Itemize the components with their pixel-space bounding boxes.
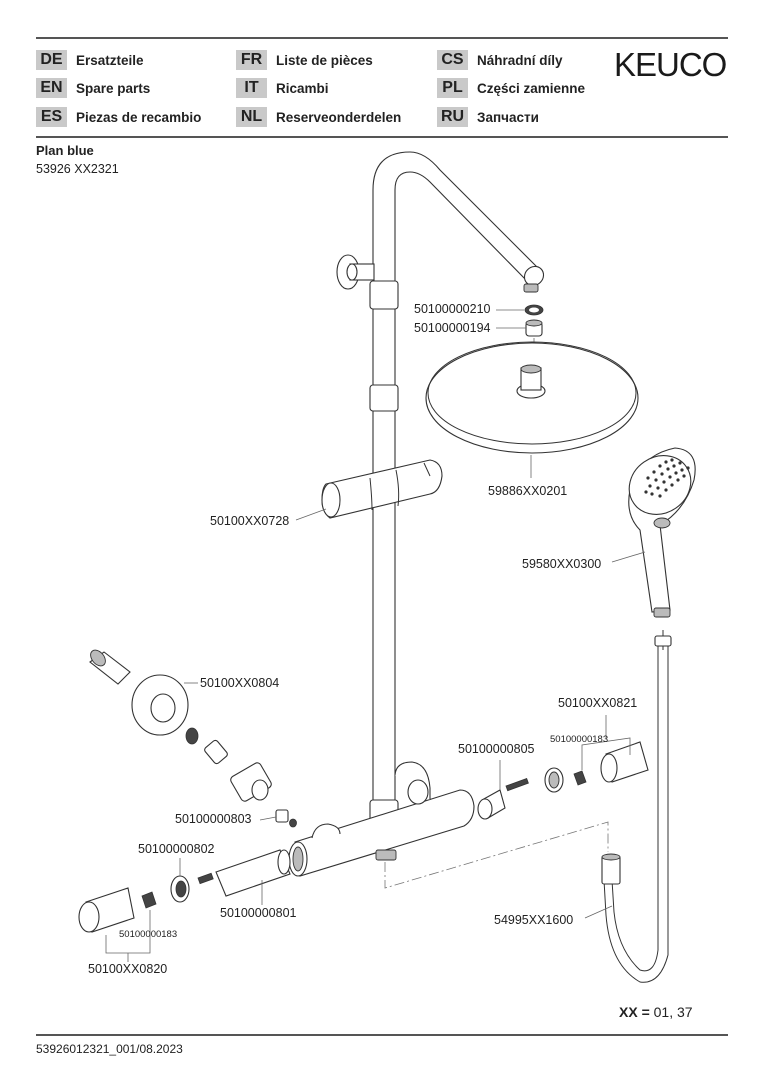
lang-cs: CS Náhradní díly [437,50,563,70]
hose-connection-line [384,821,609,889]
lang-label: Ricambi [276,80,329,96]
keuco-logo: KEUCO [614,46,727,83]
part-label-hose: 54995XX1600 [494,913,574,927]
pipe-sleeve-mid [369,384,399,412]
shower-hose [601,630,672,983]
color-code-legend: XX = 01, 37 [619,1004,693,1020]
lang-code: DE [36,50,67,70]
header-rule [36,136,728,138]
lang-nl: NL Reserveonderdelen [236,107,401,127]
footer-rule [36,1034,728,1036]
adapter-right [573,770,587,786]
overhead-shower [425,341,639,454]
part-label-adapter-right: 50100000183 [550,734,609,745]
part-label-overhead-shower: 59886XX0201 [488,484,568,498]
lang-code: ES [36,107,67,127]
lang-fr: FR Liste de pièces [236,50,373,70]
part-label-adapter-left: 50100000183 [119,929,178,940]
part-label-wall-connector: 50100XX0804 [200,676,280,690]
reducer-nipple [204,739,228,765]
lang-code: EN [36,78,67,98]
filter-ring [185,727,199,745]
lang-label: Ersatzteile [76,52,144,68]
lang-label: Reserveonderdelen [276,109,402,125]
hand-shower [628,447,696,618]
part-label-rosette: 50100000802 [138,842,215,856]
thermo-cartridge [197,849,291,897]
top-rule [36,37,728,39]
thermostat-body [288,761,475,877]
part-label-seal: 50100000210 [414,302,491,316]
product-number: 53926 XX2321 [36,162,119,176]
lang-code: IT [236,78,267,98]
rosette-left [170,875,190,903]
riser-pipe [372,151,545,831]
rosette-right [544,767,564,793]
lang-code: RU [437,107,468,127]
legend-values: 01, 37 [653,1004,693,1020]
part-label-diverter-cartridge: 50100000805 [458,742,535,756]
wall-bracket-top [336,254,375,290]
document-number: 53926012321_001/08.2023 [36,1042,183,1056]
lang-label: Запчасти [477,109,539,125]
legend-key: XX = [619,1004,650,1020]
flow-limiter [525,319,543,337]
part-label-hand-shower: 59580XX0300 [522,557,602,571]
lang-pl: PL Części zamienne [437,78,585,98]
lang-label: Spare parts [76,80,151,96]
lang-label: Náhradní díly [477,52,563,68]
wall-rosette [131,674,189,736]
lang-code: PL [437,78,468,98]
part-label-slider: 50100XX0728 [210,514,290,528]
lang-label: Piezas de recambio [76,109,202,125]
handle-left [78,887,135,933]
part-label-flow-limiter: 50100000194 [414,321,491,335]
lang-de: DE Ersatzteile [36,50,144,70]
lang-ru: RU Запчасти [437,107,539,127]
lang-label: Liste de pièces [276,52,373,68]
part-label-handle-right: 50100XX0821 [558,696,638,710]
adapter-left [141,891,157,909]
lang-label: Części zamienne [477,80,586,96]
product-name: Plan blue [36,143,94,158]
lang-code: CS [437,50,468,70]
check-valve [275,809,297,828]
pipe-sleeve-upper [369,280,399,310]
diverter-cartridge [477,777,529,820]
nipple-top [89,649,131,685]
lang-code: NL [236,107,267,127]
lang-it: IT Ricambi [236,78,329,98]
handle-right [600,741,649,783]
slider [321,459,443,519]
lang-code: FR [236,50,267,70]
lang-es: ES Piezas de recambio [36,107,201,127]
part-label-check-valve: 50100000803 [175,812,252,826]
lang-en: EN Spare parts [36,78,150,98]
connector-sleeve [230,762,272,802]
part-label-handle-left: 50100XX0820 [88,962,168,976]
part-label-thermo-cartridge: 50100000801 [220,906,297,920]
